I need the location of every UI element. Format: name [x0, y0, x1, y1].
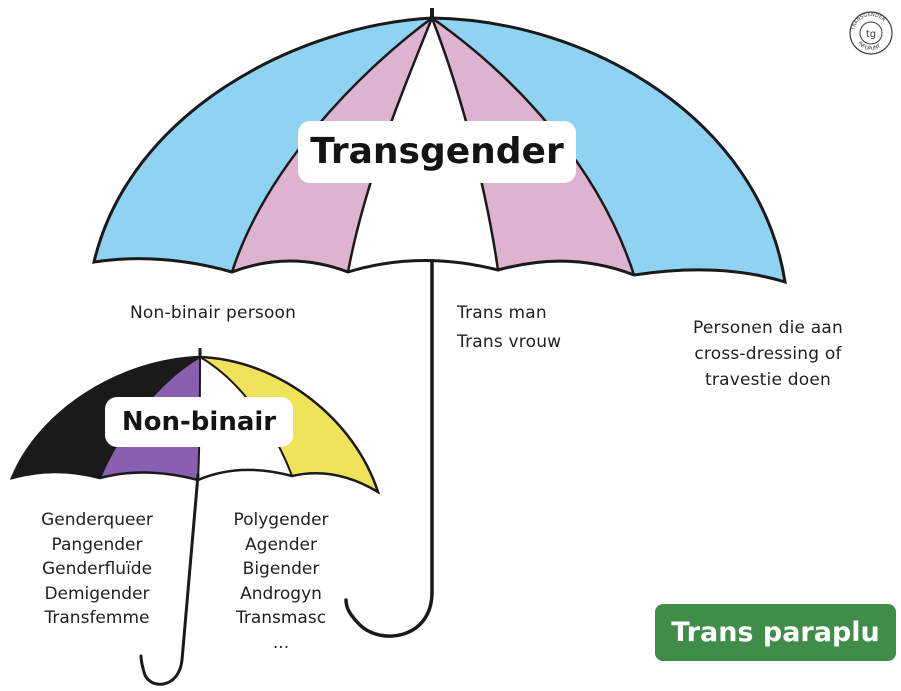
list-item: Genderqueer: [22, 508, 172, 533]
non-binair-list-right: Polygender Agender Bigender Androgyn Tra…: [212, 508, 350, 655]
svg-text:tg: tg: [866, 29, 876, 40]
label-non-binair-persoon: Non-binair persoon: [130, 301, 296, 325]
large-umbrella-handle: [346, 262, 432, 636]
trans-paraplu-badge: Trans paraplu: [655, 604, 896, 661]
transgender-infopunt-logo: tg TRANSGENDER INFOPUNT: [848, 10, 894, 56]
svg-text:INFOPUNT: INFOPUNT: [857, 41, 883, 52]
label-cross-dressing-line-3: travestie doen: [668, 368, 868, 392]
list-item: Pangender: [22, 533, 172, 558]
list-item: Demigender: [22, 582, 172, 607]
label-cross-dressing-line-1: Personen die aan: [668, 316, 868, 340]
list-item: Bigender: [212, 557, 350, 582]
label-cross-dressing-line-2: cross-dressing of: [668, 342, 868, 366]
list-item: Transmasc: [212, 606, 350, 631]
list-item: Androgyn: [212, 582, 350, 607]
non-binair-title: Non-binair: [105, 397, 293, 447]
non-binair-list-left: Genderqueer Pangender Genderfluïde Demig…: [22, 508, 172, 631]
list-item: Genderfluïde: [22, 557, 172, 582]
label-trans-man: Trans man: [457, 301, 547, 325]
list-item: Transfemme: [22, 606, 172, 631]
list-item: ...: [212, 631, 350, 656]
list-item: Agender: [212, 533, 350, 558]
transgender-title: Transgender: [298, 121, 576, 183]
label-trans-vrouw: Trans vrouw: [457, 330, 561, 354]
list-item: Polygender: [212, 508, 350, 533]
